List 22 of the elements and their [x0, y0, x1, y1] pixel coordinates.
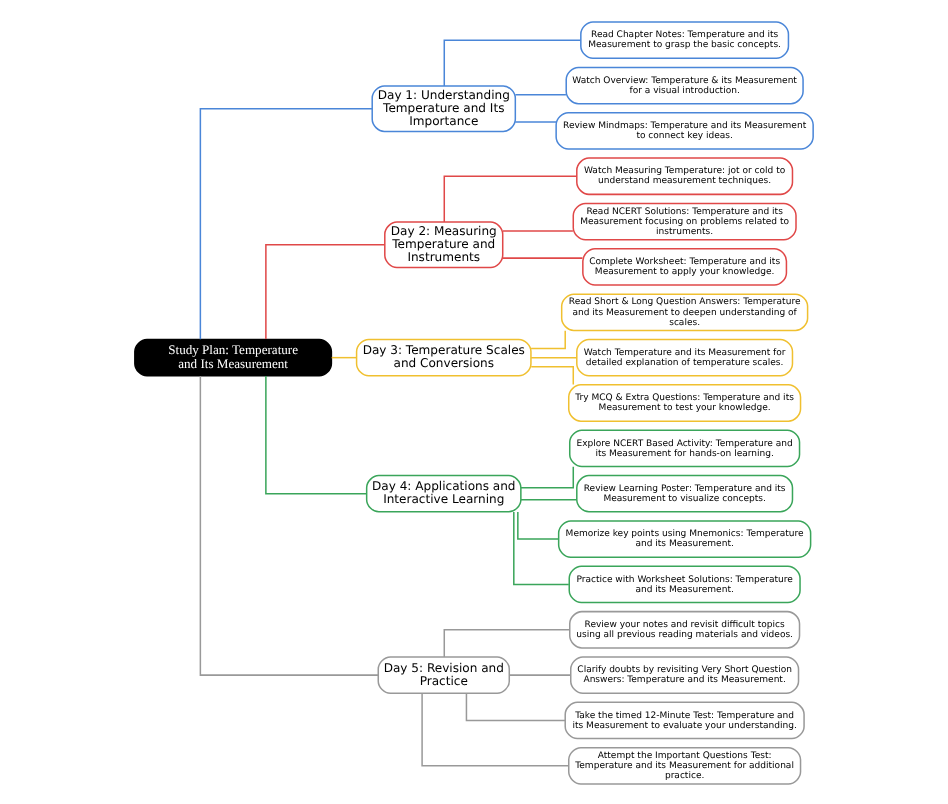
connector [502, 256, 584, 258]
connector [530, 364, 575, 385]
connector [443, 38, 582, 86]
connector [513, 510, 570, 585]
connector [530, 355, 578, 358]
connector [265, 243, 386, 339]
connector [265, 374, 368, 494]
connector [520, 498, 578, 500]
connector [421, 691, 570, 766]
connector [443, 628, 571, 657]
connector [530, 329, 566, 349]
connector [443, 174, 578, 222]
connector [514, 93, 567, 95]
connector [517, 510, 560, 539]
connector [508, 673, 572, 675]
connector [330, 355, 358, 358]
connector [502, 229, 574, 231]
connector [199, 106, 373, 340]
connector [465, 691, 566, 721]
connector [514, 120, 557, 122]
connector [520, 464, 575, 488]
connector [199, 374, 379, 675]
